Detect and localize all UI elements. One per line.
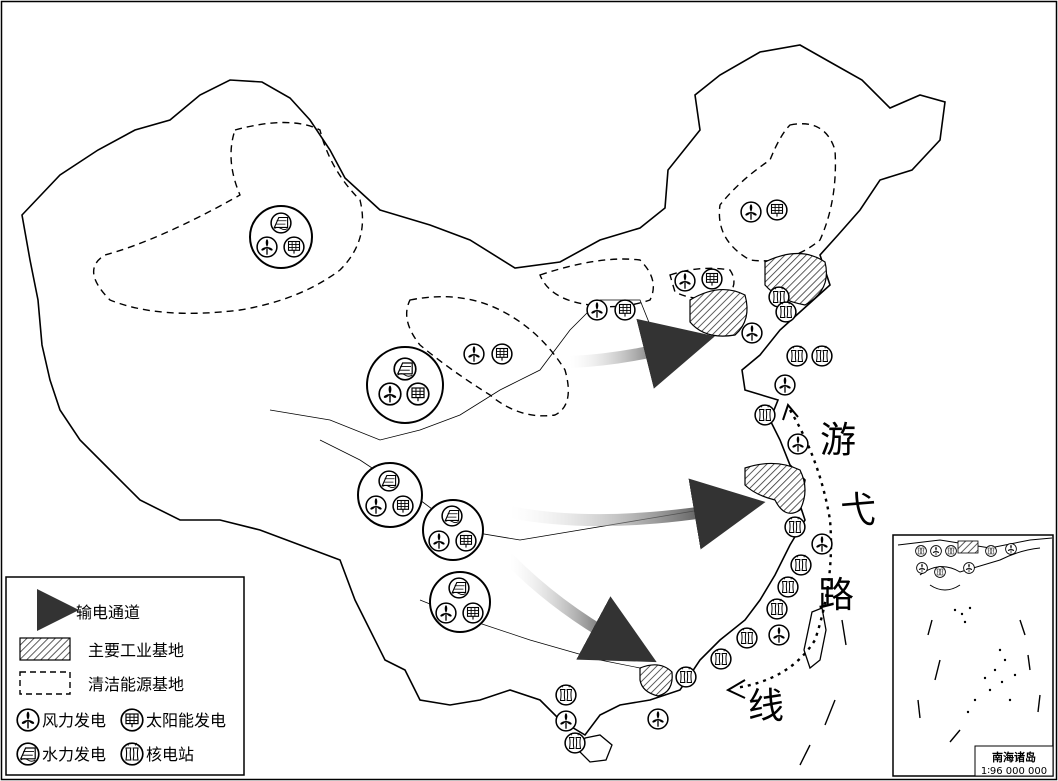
legend-industrial: 主要工业基地 xyxy=(88,641,184,660)
wind-turbine-icon xyxy=(16,708,40,732)
route-char-4: 线 xyxy=(748,686,784,727)
taiwan xyxy=(803,607,827,670)
energy-base-xinjiang xyxy=(249,205,313,269)
legend-solar: 太阳能发电 xyxy=(146,711,226,730)
legend-nuclear: 核电站 xyxy=(146,745,194,764)
energy-base-guizhou xyxy=(429,571,491,633)
solar-panel-icon xyxy=(120,708,144,732)
inset-scale: 1∶96 000 000 xyxy=(981,766,1047,777)
route-char-3: 路 xyxy=(818,575,854,616)
inset-title: 南海诸岛 xyxy=(992,750,1036,764)
clean-energy-bases xyxy=(93,121,837,417)
legend: 输电通道 主要工业基地 清洁能源基地 风力发电 太阳能发电 水力发电 核电站 xyxy=(5,576,245,776)
energy-base-sichuan xyxy=(357,462,423,528)
route-arrow-top xyxy=(782,402,799,421)
south-china-sea-inset: 南海诸岛 1∶96 000 000 xyxy=(892,534,1054,777)
legend-transmission: 输电通道 xyxy=(76,603,140,622)
route-char-1: 游 xyxy=(820,420,856,461)
route-char-2: 弋 xyxy=(840,490,876,531)
sea-boundary-dashes xyxy=(799,619,847,766)
china-outline xyxy=(21,44,946,737)
legend-hydro: 水力发电 xyxy=(42,745,106,764)
tour-route xyxy=(734,409,833,690)
route-label: 游 弋 路 线 xyxy=(748,420,876,727)
route-arrow-bottom xyxy=(725,679,746,699)
energy-base-yunnan xyxy=(422,499,484,561)
legend-wind: 风力发电 xyxy=(42,711,106,730)
legend-clean-energy: 清洁能源基地 xyxy=(88,675,184,694)
hydro-dam-icon xyxy=(16,742,40,766)
yellow-river xyxy=(269,299,661,441)
transmission-arrows xyxy=(504,318,766,663)
nuclear-plant-icon xyxy=(120,742,144,766)
energy-base-qinghai xyxy=(366,346,444,424)
